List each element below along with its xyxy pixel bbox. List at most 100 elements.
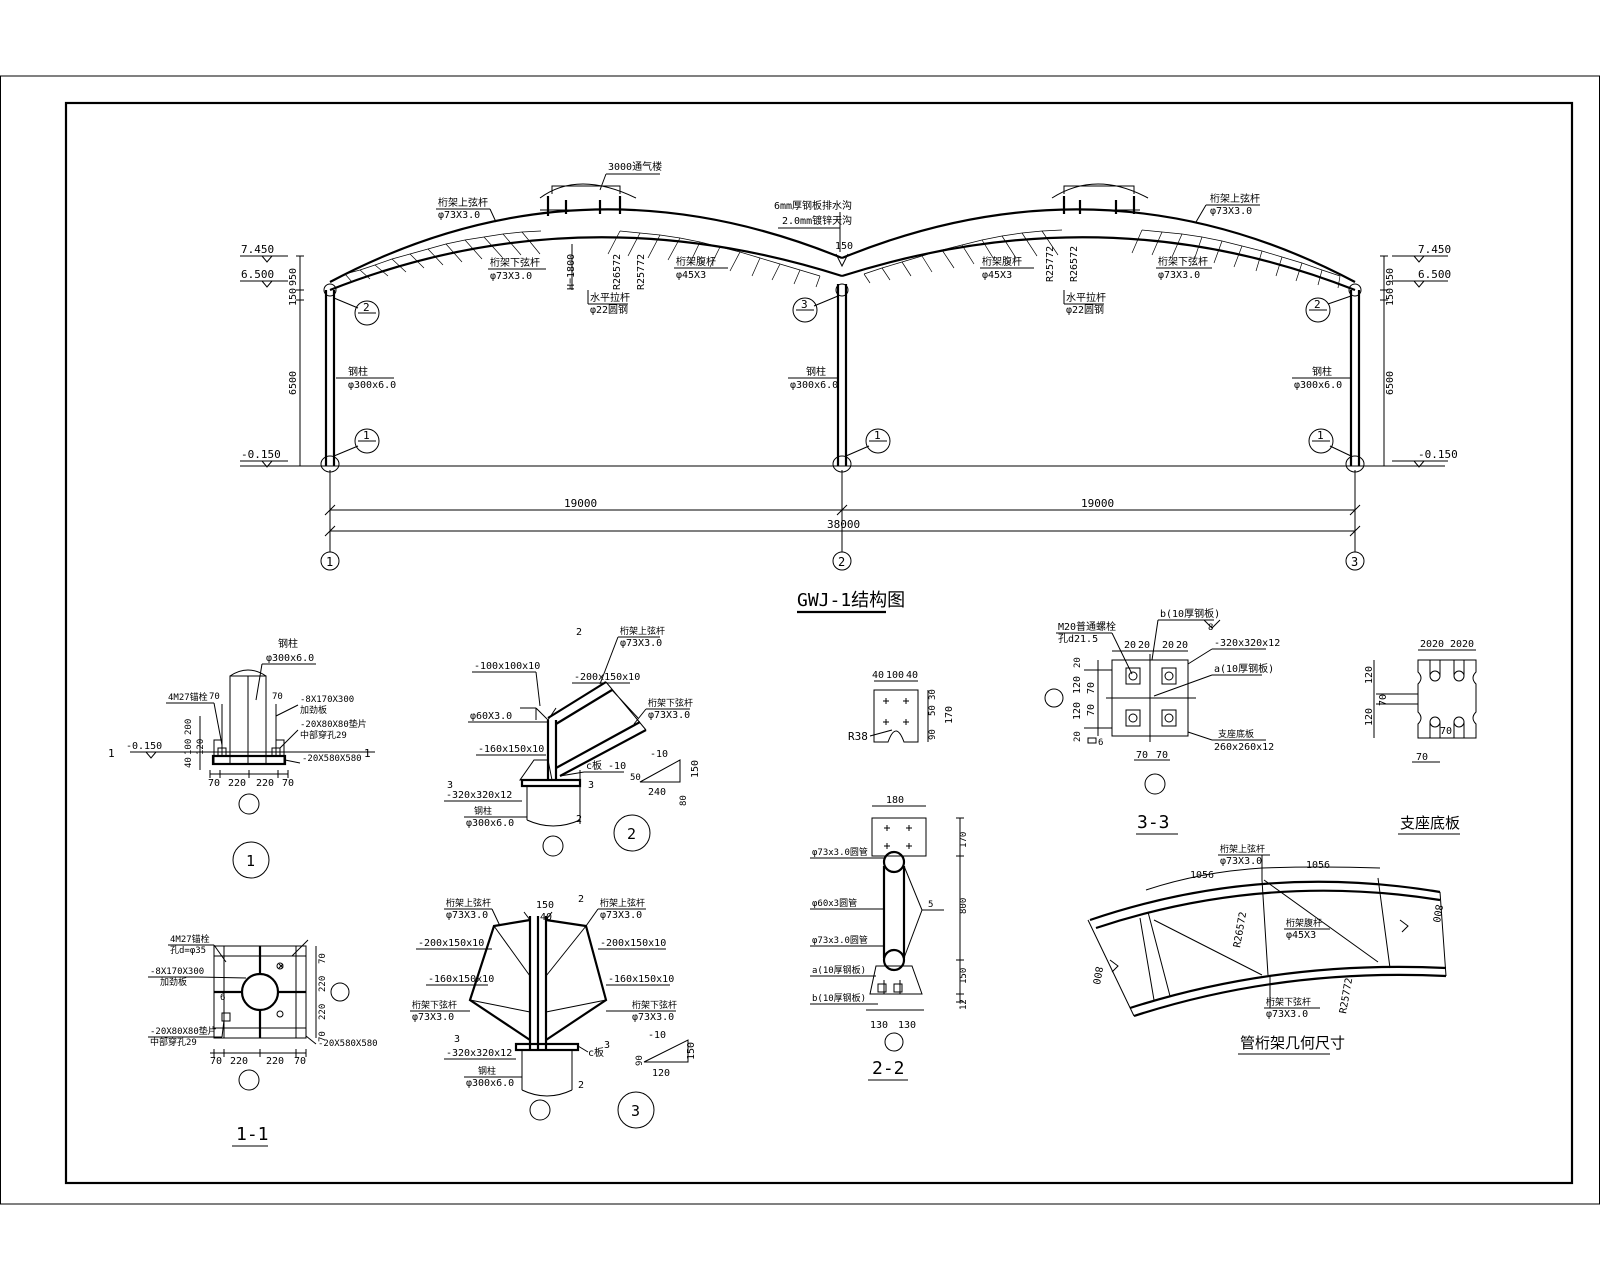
d11-v2: 220 (318, 1004, 328, 1020)
detail-1: 钢柱 φ300x6.0 4M27锚栓 -8X170X300 加劲板 -20X80… (108, 637, 375, 879)
truss-webs-right (863, 229, 1341, 289)
seat-t0: 20 (1420, 639, 1432, 650)
d2-tube: φ60X3.0 (470, 711, 512, 722)
d2-pl2: -200x150x10 (574, 672, 640, 683)
detail-2: 2 2 桁架上弦杆 φ73X3.0 -100x100x10 -200x150x1… (444, 625, 701, 857)
d2-pl3: -160x150x10 (478, 744, 544, 755)
plate-v3: 170 (944, 706, 955, 724)
main-elevation: 7.450 6.500 -0.150 950 150 6500 7.450 6.… (240, 160, 1458, 614)
label-web-r: 桁架腹杆 (982, 255, 1022, 268)
elev-eave-left: 6.500 (241, 268, 274, 281)
d33-v3: 70 (1086, 704, 1097, 716)
label-col-m: 钢柱 (806, 365, 826, 378)
label-bot-chord-r: 桁架下弦杆 (1158, 255, 1208, 268)
d3-150b: 150 (686, 1042, 697, 1060)
seat-t2: 20 (1450, 639, 1462, 650)
d3-sec3-r: 3 (604, 1040, 610, 1051)
d1-pad: -20X80X80垫片 (300, 718, 367, 730)
label-bot-chord-r-size: φ73X3.0 (1158, 270, 1200, 281)
detail-3: 150 40 2 2 桁架上弦杆 φ73X3.0 桁架上弦杆 φ73X3.0 -… (410, 894, 697, 1129)
column-3 (1349, 290, 1361, 466)
truss-1056b: 1056 (1306, 860, 1330, 871)
truss-bot: 桁架下弦杆 (1266, 996, 1311, 1008)
label-r-outer-r: R26572 (1069, 246, 1080, 282)
plate-dim-0: 40 (872, 670, 884, 681)
truss-h2: 800 (1430, 903, 1444, 923)
d33-t3: 20 (1176, 640, 1188, 651)
seat-v1: 70 (1378, 694, 1389, 706)
dim-950-right: 950 (1385, 268, 1396, 286)
d33-b0: 70 (1136, 750, 1148, 761)
truss-web: 桁架腹杆 (1286, 917, 1322, 929)
d33-pl: -320x320x12 (1214, 638, 1280, 649)
d3-90: 90 (635, 1055, 645, 1066)
truss-id: 管桁架几何尺寸 (1240, 1034, 1345, 1052)
d33-pa: a(10厚钢板) (1214, 662, 1274, 675)
callout-1-left: 1 (363, 429, 370, 442)
dim-6500-right: 6500 (1385, 371, 1396, 395)
d11-pad: -20X80X80垫片 (150, 1025, 217, 1037)
d1-col-size: φ300x6.0 (266, 653, 314, 664)
d1-70b: 70 (272, 692, 283, 702)
d1-200: 200 (184, 719, 194, 735)
seat-70a: 70 (1440, 726, 1452, 737)
d1-col: 钢柱 (278, 637, 298, 650)
d11-bolt2: 孔d=φ35 (170, 945, 206, 956)
callout-3-mid: 3 (801, 298, 808, 311)
d3-gus: -10 (648, 1030, 666, 1041)
label-web-l-size: φ45X3 (676, 270, 706, 281)
d11-id: 1-1 (236, 1124, 269, 1145)
detail-2-2: 180 φ73x3.0圆管 φ60x3圆管 φ73x3.0圆管 a(10厚钢板)… (810, 795, 969, 1081)
elev-eave-right: 6.500 (1418, 268, 1451, 281)
truss-geometry: 桁架上弦杆 φ73X3.0 1056 1056 R26572 桁架腹杆 φ45X… (1087, 843, 1447, 1055)
d3-col: 钢柱 (478, 1065, 496, 1077)
d3-pl1-r: -200x150x10 (600, 938, 666, 949)
label-height: H=1800 (566, 254, 577, 290)
d22-v2: 150 (959, 968, 969, 984)
label-gutter-1: 6mm厚钢板排水沟 (774, 199, 852, 212)
bottom-chord-right (841, 236, 1356, 292)
d22-tube1: φ73x3.0圆管 (812, 846, 868, 858)
dim-total: 38000 (827, 518, 860, 531)
label-tie-r-size: φ22圆钢 (1066, 303, 1104, 316)
label-tie-l-size: φ22圆钢 (590, 303, 628, 316)
d11-weld: 6 (220, 993, 225, 1003)
d1-120: 120 (196, 739, 206, 755)
d33-seat: 支座底板 (1218, 728, 1254, 740)
d1-base: -20X580X580 (302, 754, 362, 764)
label-col-r: 钢柱 (1312, 365, 1332, 378)
label-col-r-size: φ300x6.0 (1294, 380, 1342, 391)
d33-b1: 70 (1156, 750, 1168, 761)
detail-3-3: M20普通螺栓 孔d21.5 b(10厚钢板) 8 -320x320x12 a(… (1044, 607, 1280, 835)
plate-dim-1: 100 (886, 670, 904, 681)
d2-pl1: -100x100x10 (474, 661, 540, 672)
d3-40: 40 (540, 912, 552, 923)
d1-40: 40 (184, 757, 194, 768)
d2-pl4: -320x320x12 (446, 790, 512, 801)
d2-sec-bot: 2 (576, 814, 582, 825)
d1-dim-0: 70 (208, 778, 220, 789)
label-col-m-size: φ300x6.0 (790, 380, 838, 391)
d1-id: 1 (246, 852, 255, 870)
d1-sec-r: 1 (364, 747, 371, 760)
truss-top: 桁架上弦杆 (1220, 843, 1265, 855)
dim-span-right: 19000 (1081, 497, 1114, 510)
truss-bot-size: φ73X3.0 (1266, 1009, 1308, 1020)
elev-base-right: -0.150 (1418, 448, 1458, 461)
d33-v2: 70 (1086, 682, 1097, 694)
truss-r2: R25772 (1338, 977, 1355, 1014)
d2-plc: c板 -10 (586, 759, 626, 772)
dim-150-left: 150 (288, 288, 299, 306)
elevation-markers-right: 7.450 6.500 -0.150 950 150 6500 (1380, 243, 1458, 468)
dim-6500-left: 6500 (288, 371, 299, 395)
d11-dim-3: 70 (294, 1056, 306, 1067)
d2-top-size: φ73X3.0 (620, 638, 662, 649)
axis-1: 1 (326, 555, 333, 569)
axis-3: 3 (1351, 555, 1358, 569)
truss-top-size: φ73X3.0 (1220, 856, 1262, 867)
d1-stiff2: 加劲板 (300, 704, 327, 716)
d33-pb: b(10厚钢板) (1160, 607, 1220, 620)
d33-v0: 20 (1073, 657, 1083, 668)
d2-col-size: φ300x6.0 (466, 818, 514, 829)
truss-webs-left (344, 230, 821, 288)
